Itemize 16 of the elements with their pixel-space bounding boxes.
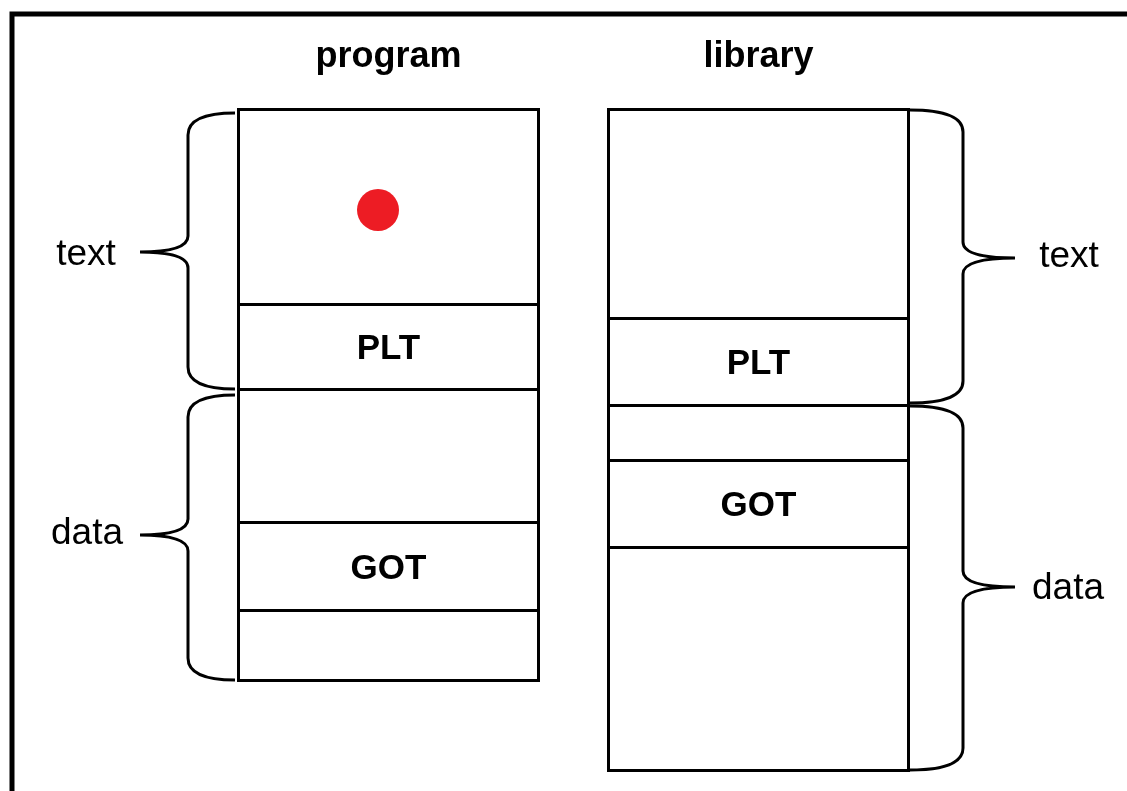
memory-section — [237, 609, 540, 682]
brace-label: data — [51, 511, 123, 553]
memory-section: GOT — [237, 521, 540, 612]
brace-label: text — [56, 232, 116, 274]
memory-section — [607, 404, 910, 462]
memory-section — [607, 546, 910, 772]
memory-section — [237, 388, 540, 524]
memory-section — [607, 108, 910, 320]
memory-section: PLT — [237, 303, 540, 391]
brace-label: data — [1032, 566, 1104, 608]
memory-section: PLT — [607, 317, 910, 407]
column-title: library — [702, 33, 815, 77]
column-title: program — [314, 33, 463, 77]
brace-label: text — [1039, 234, 1099, 276]
memory-section: GOT — [607, 459, 910, 549]
memory-section — [237, 108, 540, 306]
